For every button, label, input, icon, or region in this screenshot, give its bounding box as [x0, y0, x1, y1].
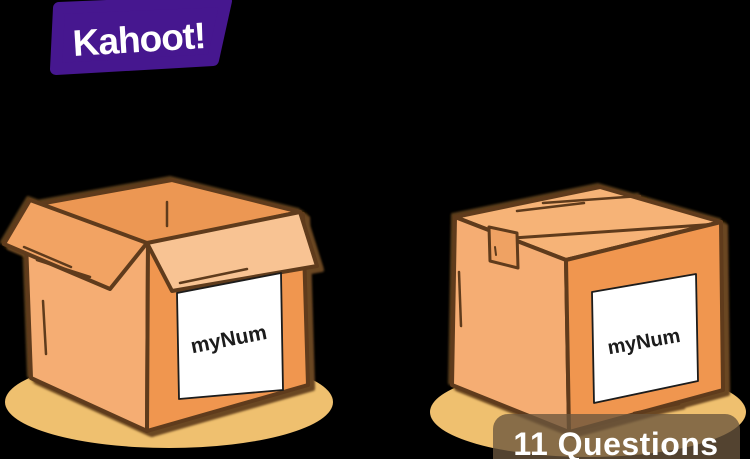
questions-badge: 11 Questions — [493, 414, 740, 459]
closed-box-illustration: myNum — [450, 185, 725, 434]
accent-line — [178, 267, 249, 285]
open-box-front-flap — [145, 210, 319, 293]
left-box-label — [176, 272, 284, 400]
kahoot-logo-background — [50, 0, 232, 75]
accent-line — [35, 258, 92, 279]
questions-badge-text: 11 Questions — [513, 426, 718, 459]
kahoot-logo-text: Kahoot! — [71, 15, 206, 64]
right-box-label — [591, 273, 699, 404]
accent-line — [457, 270, 463, 328]
accent-line — [632, 402, 681, 415]
kahoot-logo: Kahoot! — [50, 0, 232, 75]
accent-line — [41, 299, 48, 356]
open-box-left-flap — [2, 198, 149, 291]
top-seam-line — [511, 222, 720, 240]
accent-line — [22, 245, 73, 269]
tape-mark — [494, 246, 497, 256]
accent-line — [515, 201, 586, 213]
questions-badge-background — [493, 414, 740, 459]
accent-line — [541, 194, 642, 205]
open-box-illustration: myNum — [2, 178, 319, 433]
tape-flap — [487, 225, 520, 270]
